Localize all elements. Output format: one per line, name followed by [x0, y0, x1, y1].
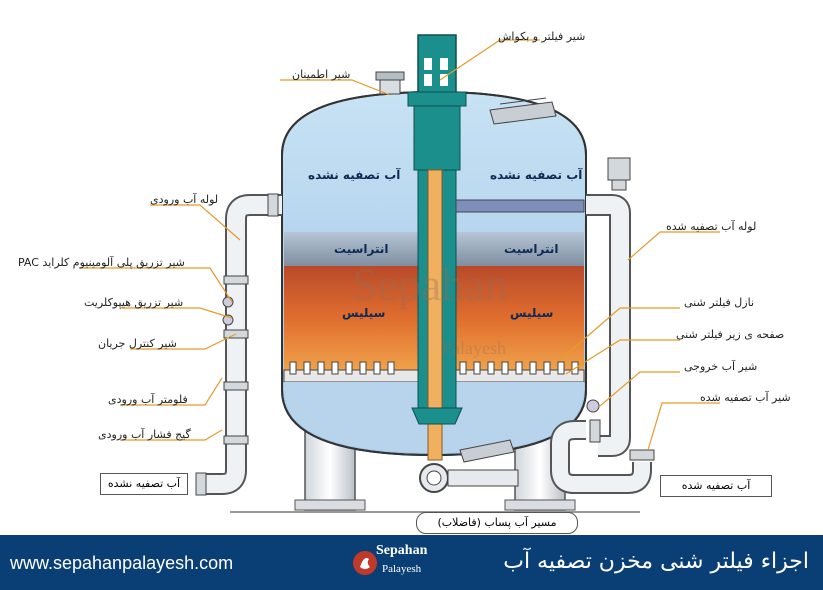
footer-bar: www.sepahanpalayesh.com Sepahan Palayesh… [0, 535, 823, 590]
silica-label-left: سیلیس [342, 306, 386, 320]
filter-nozzles [289, 361, 579, 375]
top-relief-valve [375, 71, 405, 95]
label-flow-control: شیر کنترل جریان [98, 337, 177, 350]
watermark-text: Sepahan [352, 259, 508, 310]
company-logo: Sepahan Palayesh [352, 541, 462, 585]
label-backwash-valve: شیر فیلتر و بکواش [498, 30, 586, 43]
silica-label-right: سیلیس [510, 306, 554, 320]
label-pac-injection: شیر تزریق پلی آلومینیوم کلراید PAC [18, 256, 185, 269]
flame-icon [353, 551, 377, 575]
page-title: اجزاء فیلتر شنی مخزن تصفیه آب [503, 549, 809, 574]
watermark-subtext: Palayesh [442, 338, 506, 358]
drain-pipe [419, 439, 519, 493]
label-treated-valve: شیر آب تصفیه شده [700, 391, 791, 404]
manhole-cover [489, 97, 557, 125]
label-treated-pipe: لوله آب تصفیه شده [666, 220, 757, 233]
label-pressure-gauge: گیج فشار آب ورودی [98, 428, 191, 441]
label-flowmeter: فلومتر آب ورودی [108, 393, 188, 406]
filter-diagram-svg [80, 34, 720, 513]
label-hypochlorite: شیر تزریق هیپوکلریت [84, 296, 184, 309]
leader-lines [80, 39, 720, 451]
logo-line2: Palayesh [382, 563, 422, 575]
anthracite-label-left: انتراسیت [334, 242, 389, 256]
drain-path-box: مسیر آب پساب (فاضلاب) [416, 512, 578, 534]
raw-water-box: آب تصفیه نشده [100, 473, 188, 495]
treated-pipe [550, 157, 655, 494]
logo-line1: Sepahan [376, 543, 428, 558]
label-inlet-pipe: لوله آب ورودی [150, 193, 219, 206]
label-outlet-valve: شیر آب خروجی [684, 360, 758, 373]
anthracite-label-right: انتراسیت [504, 242, 559, 256]
website-url[interactable]: www.sepahanpalayesh.com [10, 553, 234, 573]
label-relief-valve: شیر اطمینان [292, 68, 351, 81]
inlet-pipe [195, 193, 282, 496]
label-nozzle: نازل فیلتر شنی [684, 296, 755, 309]
label-underdrain: صفحه ی زیر فیلتر شنی [676, 328, 785, 341]
untreated-label-left: آب تصفیه نشده [308, 168, 401, 182]
central-column [407, 34, 585, 461]
untreated-label-right: آب تصفیه نشده [490, 168, 583, 182]
treated-water-box: آب تصفیه شده [660, 475, 772, 497]
